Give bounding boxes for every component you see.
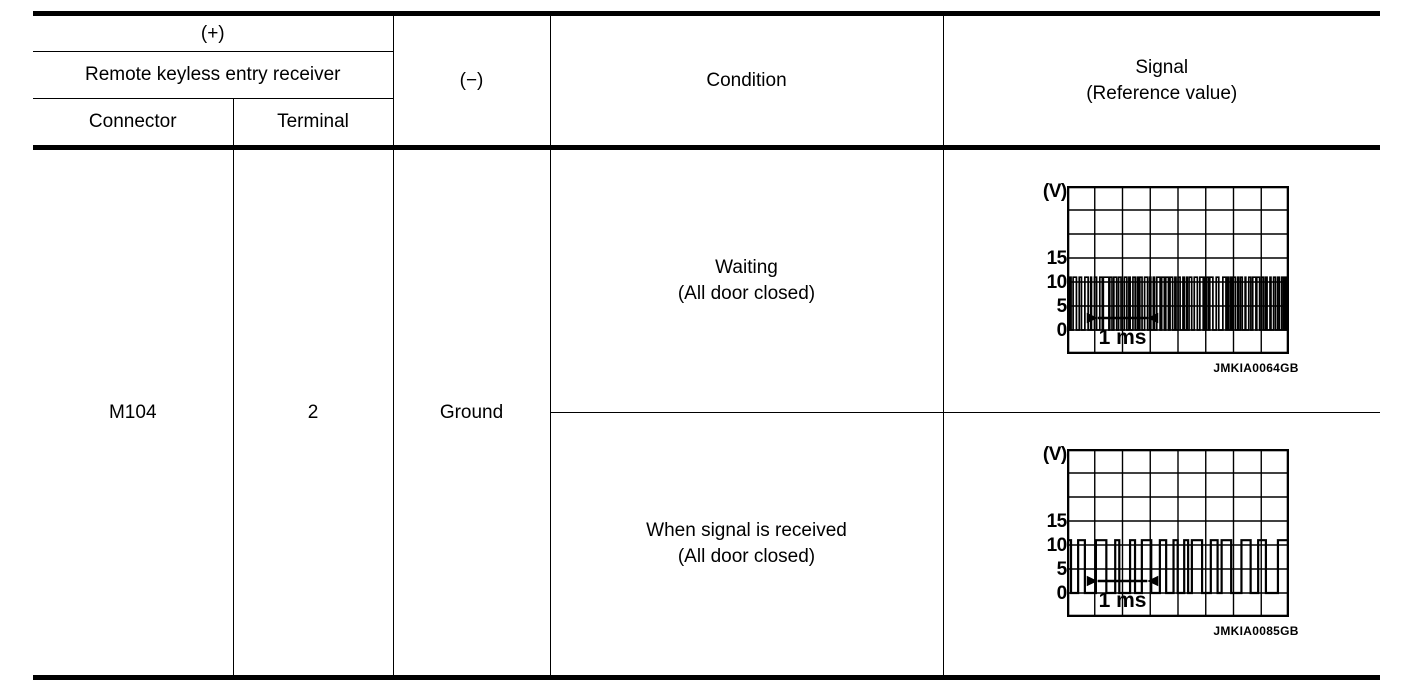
axis-tick-label: 5	[1056, 295, 1068, 317]
header-row-primary: (+) (−) Condition Signal (Reference valu…	[33, 11, 1380, 150]
condition-line2: (All door closed)	[677, 546, 816, 567]
axis-tick-label: 10	[1046, 534, 1068, 556]
header-positive: (+)	[33, 11, 394, 52]
header-terminal: Terminal	[232, 98, 394, 150]
header-source: Remote keyless entry receiver	[33, 51, 394, 99]
header-signal-line1: Signal	[1135, 56, 1189, 78]
terminal-voltage-table: (+) (−) Condition Signal (Reference valu…	[33, 11, 1380, 680]
svg-text:1 ms: 1 ms	[1098, 326, 1146, 349]
condition-line2: (All door closed)	[677, 283, 816, 304]
axis-tick-label: 0	[1056, 582, 1068, 604]
cell-negative: Ground	[392, 147, 551, 680]
axis-tick-label: 5	[1056, 558, 1068, 580]
header-row-subcolumns: Connector Terminal	[33, 98, 1380, 150]
table-row: When signal is received (All door closed…	[33, 412, 1380, 680]
header-row-source: Remote keyless entry receiver	[33, 51, 1380, 99]
header-condition: Condition	[549, 11, 944, 150]
axis-unit-label: (V)	[1042, 180, 1067, 202]
condition-line1: When signal is received	[646, 520, 847, 542]
cell-condition-waiting: Waiting (All door closed)	[549, 147, 944, 413]
svg-text:1 ms: 1 ms	[1098, 589, 1146, 612]
header-signal-line2: (Reference value)	[1086, 82, 1238, 104]
header-signal: Signal (Reference value)	[942, 11, 1380, 150]
axis-unit-label: (V)	[1042, 443, 1067, 465]
figure-caption: JMKIA0064GB	[1213, 360, 1299, 375]
figure-caption: JMKIA0085GB	[1213, 623, 1299, 638]
condition-line1: Waiting	[715, 257, 778, 279]
axis-tick-label: 15	[1046, 247, 1068, 269]
axis-tick-label: 0	[1056, 319, 1068, 341]
header-connector: Connector	[33, 98, 234, 150]
cell-terminal: 2	[232, 147, 394, 680]
axis-tick-label: 15	[1046, 510, 1068, 532]
waveform-plot: 1 ms	[1066, 448, 1301, 617]
table-row: M104 2 Ground Waiting (All door closed) …	[33, 147, 1380, 680]
header-negative: (−)	[392, 11, 551, 150]
cell-condition-received: When signal is received (All door closed…	[549, 412, 944, 680]
axis-tick-label: 10	[1046, 271, 1068, 293]
waveform-plot: 1 ms	[1066, 185, 1301, 354]
cell-connector: M104	[33, 147, 234, 680]
